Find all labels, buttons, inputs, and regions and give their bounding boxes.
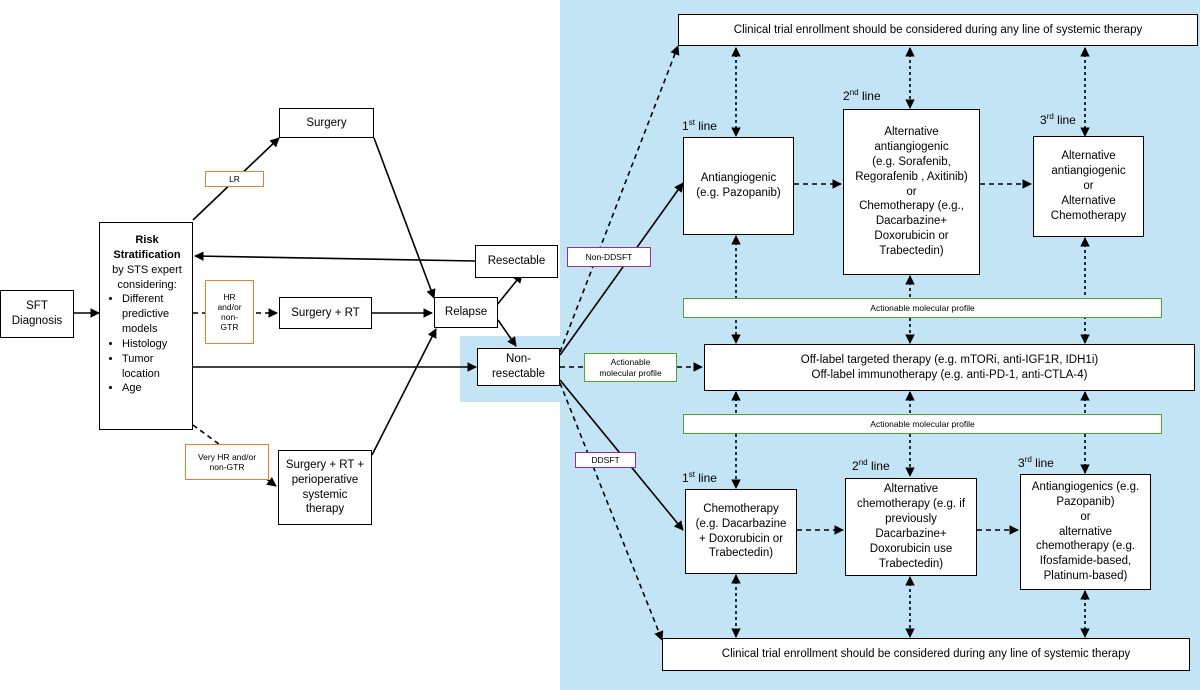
sft-diagnosis-box: SFT Diagnosis bbox=[0, 290, 74, 338]
arrow-to-trial-top bbox=[559, 45, 680, 353]
non-resectable-box: Non- resectable bbox=[477, 348, 560, 386]
actionable-profile-upper-tag: Actionable molecular profile bbox=[683, 298, 1162, 318]
arrow-surgery-relapse bbox=[373, 137, 436, 299]
risk-factor-item: Different predictive models bbox=[122, 292, 188, 337]
bottom-first-line-header: 1st line bbox=[682, 470, 717, 485]
top-second-line-header: 2nd line bbox=[843, 88, 881, 103]
risk-subtitle: by STS expert considering: bbox=[112, 263, 182, 291]
clinical-trial-bottom-box: Clinical trial enrollment should be cons… bbox=[662, 638, 1190, 671]
arrow-to-trial-bottom bbox=[559, 382, 664, 641]
resectable-box: Resectable bbox=[475, 245, 558, 278]
top-third-line-header: 3rd line bbox=[1040, 112, 1076, 127]
very-hr-tag: Very HR and/or non-GTR bbox=[185, 444, 269, 480]
arrow-periop-relapse bbox=[371, 328, 437, 456]
risk-stratification-box: Risk Stratification by STS expert consid… bbox=[99, 222, 193, 430]
actionable-profile-lower-tag: Actionable molecular profile bbox=[683, 414, 1162, 434]
bottom-third-line-header: 3rd line bbox=[1018, 455, 1054, 470]
arrow-relapse-resectable bbox=[495, 273, 523, 307]
surgery-rt-periop-box: Surgery + RT + perioperative systemic th… bbox=[278, 450, 372, 525]
non-ddsft-second-line-box: Alternative antiangiogenic (e.g. Sorafen… bbox=[843, 109, 980, 275]
risk-title: Risk Stratification bbox=[113, 234, 181, 261]
arrow-to-non-ddsft-first bbox=[559, 182, 684, 356]
lr-tag: LR bbox=[205, 171, 264, 187]
non-ddsft-third-line-box: Alternative antiangiogenic or Alternativ… bbox=[1033, 136, 1144, 237]
non-ddsft-tag: Non-DDSFT bbox=[567, 247, 651, 267]
risk-factor-item: Age bbox=[122, 381, 188, 396]
relapse-box: Relapse bbox=[434, 297, 498, 328]
ddsft-third-line-box: Antiangiogenics (e.g. Pazopanib) or alte… bbox=[1020, 474, 1151, 590]
ddsft-tag: DDSFT bbox=[575, 452, 636, 468]
clinical-trial-top-box: Clinical trial enrollment should be cons… bbox=[678, 14, 1198, 46]
risk-factor-list: Different predictive models Histology Tu… bbox=[106, 292, 188, 396]
risk-factor-item: Tumor location bbox=[122, 352, 188, 382]
arrow-relapse-non-resectable bbox=[497, 319, 517, 347]
actionable-profile-middle-tag: Actionable molecular profile bbox=[584, 353, 677, 382]
bottom-second-line-header: 2nd line bbox=[852, 458, 890, 473]
non-ddsft-first-line-box: Antiangiogenic (e.g. Pazopanib) bbox=[683, 137, 794, 235]
risk-factor-item: Histology bbox=[122, 337, 188, 352]
ddsft-second-line-box: Alternative chemotherapy (e.g. if previo… bbox=[845, 478, 977, 576]
arrow-resectable-risk bbox=[194, 251, 476, 262]
surgery-rt-box: Surgery + RT bbox=[279, 297, 372, 329]
top-first-line-header: 1st line bbox=[682, 118, 717, 133]
surgery-box: Surgery bbox=[279, 108, 374, 138]
ddsft-first-line-box: Chemotherapy (e.g. Dacarbazine + Doxorub… bbox=[685, 489, 797, 574]
hr-tag: HR and/or non- GTR bbox=[205, 280, 254, 344]
off-label-therapy-box: Off-label targeted therapy (e.g. mTORi, … bbox=[704, 344, 1195, 391]
